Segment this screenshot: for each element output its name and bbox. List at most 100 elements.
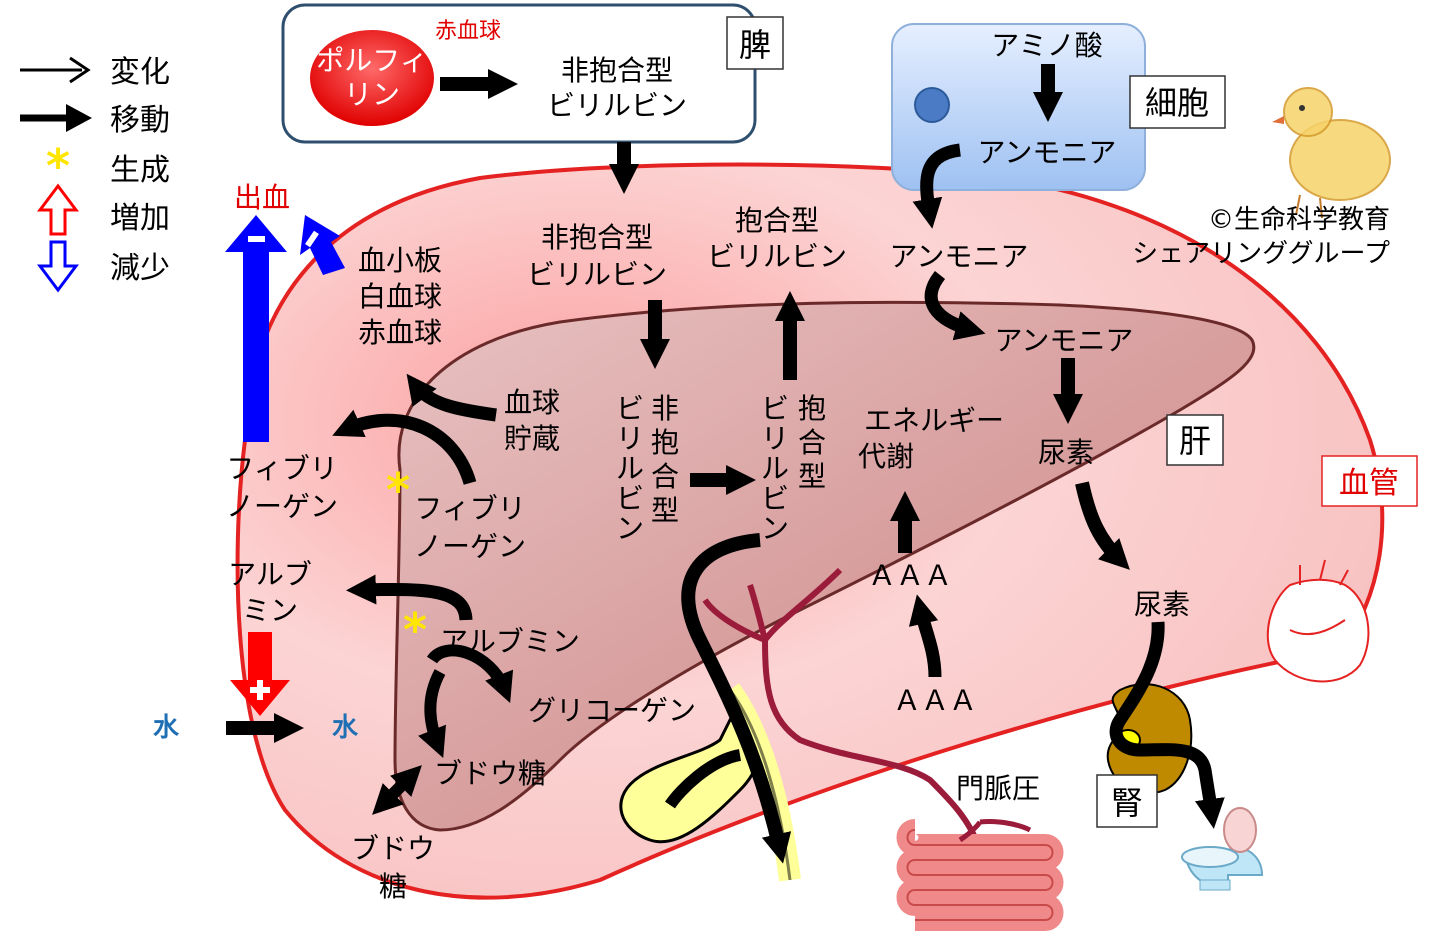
legend-decrease-label: 減少 <box>110 251 170 286</box>
liver-ammonia-label: アンモニア <box>995 324 1134 357</box>
porphyrin-label-2: リン <box>344 78 400 111</box>
urea-to-kidney-arrow <box>1109 621 1225 829</box>
cell-ammonia-to-vessel-arrow <box>912 143 962 229</box>
liver-conj-bilirubin-char: リ <box>761 422 789 455</box>
liver-conj-bilirubin-char: ビ <box>761 392 789 425</box>
vessel-glucose-label-2: 糖 <box>379 870 407 903</box>
liver-glucose-label: ブドウ糖 <box>434 757 546 790</box>
vessel-wbc-label: 白血球 <box>358 280 442 313</box>
liver-conj-bilirubin-char: ン <box>761 512 789 545</box>
aaa-bottom-label: ＡＡＡ <box>893 684 977 717</box>
liver-conj-bilirubin-char: ル <box>761 452 789 485</box>
portal-vein-branch-icon <box>702 584 768 643</box>
liver-conj-char: 抱 <box>798 392 826 425</box>
vessel-platelet-label: 血小板 <box>358 244 442 277</box>
legend-increase-arrow-icon <box>37 183 79 236</box>
vessel-fibrinogen-label-2: ノーゲン <box>226 490 338 523</box>
albumin-produce-star-icon: * <box>403 603 427 657</box>
liver-unconj-char: 型 <box>651 494 679 527</box>
vessel-glucose-label-1: ブドウ <box>351 832 435 865</box>
albumin-to-vessel-arrow <box>346 574 473 621</box>
legend-increase-label: 増加 <box>110 201 170 236</box>
liver-conj-bilirubin-char: ビ <box>761 482 789 515</box>
vessel-ammonia-label: アンモニア <box>890 240 1029 273</box>
legend: 変化 移動 * 生成 増加 減少 <box>20 55 170 293</box>
liver-unconj-bilirubin-char: ン <box>616 512 644 545</box>
legend-move-arrow-icon <box>20 104 92 132</box>
liver-urea-label: 尿素 <box>1038 436 1094 469</box>
liver-unconj-char: 合 <box>651 460 679 493</box>
vessel-label: 血管 <box>1339 466 1399 501</box>
liver-unconj-bilirubin-char: ビ <box>616 482 644 515</box>
spleen-unconj-label-2: ビリルビン <box>547 89 687 122</box>
minus-sign-icon-2 <box>305 230 319 248</box>
aaa-top-label: ＡＡＡ <box>868 559 952 592</box>
vessel-unconj-label-2: ビリルビン <box>527 258 667 291</box>
kidney-label: 腎 <box>1111 784 1143 822</box>
ammonia-to-liver-arrow <box>924 270 986 341</box>
portal-pressure-label: 門脈圧 <box>956 772 1040 805</box>
energy-label-1: エネルギー <box>864 404 1004 437</box>
albumin-to-glucose-arrow <box>418 669 446 758</box>
vessel-albumin-label-2: ミン <box>242 594 298 627</box>
vessel-unconj-label-1: 非抱合型 <box>541 221 653 254</box>
albumin-to-glycogen-arrow <box>426 644 514 704</box>
legend-decrease-arrow-icon <box>37 240 79 293</box>
fibrinogen-produce-star-icon: * <box>386 463 410 517</box>
bile-loop-icon <box>665 749 742 809</box>
liver-unconj-bilirubin-char: ル <box>616 452 644 485</box>
vessel-urea-label: 尿素 <box>1134 588 1190 621</box>
rbc-label: 赤血球 <box>435 19 501 44</box>
glycogen-label: グリコーゲン <box>528 694 696 727</box>
liver-label-box <box>1166 414 1224 466</box>
minus-sign-icon <box>248 236 265 242</box>
amino-acid-label: アミノ酸 <box>991 29 1102 62</box>
portal-vein-intestine-icon <box>958 819 1032 843</box>
legend-change-arrow-icon <box>20 56 91 84</box>
copyright-line-2: シェアリンググループ <box>1132 239 1390 269</box>
water-in-label: 水 <box>153 713 180 743</box>
blood-storage-label-2: 貯蔵 <box>504 422 560 455</box>
urea-to-vessel-arrow <box>1075 481 1130 570</box>
storage-to-cells-arrow <box>406 373 497 422</box>
blood-storage-label-1: 血球 <box>504 386 560 419</box>
chick-doodle-icon <box>1272 87 1391 219</box>
liver-unconj-char: 非 <box>651 392 679 425</box>
liver-fibrinogen-label-1: フィブリ <box>414 492 525 525</box>
energy-label-2: 代謝 <box>858 440 914 473</box>
vessel-albumin-label-1: アルブ <box>228 558 312 591</box>
spleen-label: 脾 <box>739 26 771 64</box>
vessel-label-box <box>1321 455 1418 507</box>
liver-conj-char: 型 <box>798 460 826 493</box>
cell-ammonia-label: アンモニア <box>978 136 1117 169</box>
plus-sign-v-icon <box>257 680 263 700</box>
liver-conj-char: 合 <box>798 426 826 459</box>
legend-move-label: 移動 <box>110 103 170 138</box>
aaa-rise-arrow <box>908 594 942 678</box>
spleen-label-box <box>726 16 784 70</box>
cell-label-box <box>1129 75 1226 129</box>
porphyrin-label-1: ポルフィ <box>316 44 427 77</box>
kidney-label-box <box>1096 774 1158 828</box>
liver-label: 肝 <box>1179 422 1211 460</box>
cell-nucleus-icon <box>914 87 950 123</box>
liver-unconj-bilirubin-char: ビ <box>616 392 644 425</box>
liver-unconj-bilirubin-char: リ <box>616 422 644 455</box>
bleeding-label: 出血 <box>234 181 290 214</box>
blood-cell-decrease-arrow <box>300 215 345 275</box>
water-out-label: 水 <box>332 713 359 743</box>
vessel-conj-label-1: 抱合型 <box>735 204 819 237</box>
cell-label: 細胞 <box>1145 84 1209 122</box>
fibrinogen-to-vessel-arrow <box>332 409 477 485</box>
legend-produce-label: 生成 <box>110 153 170 188</box>
vessel-conj-label-2: ビリルビン <box>707 240 847 273</box>
copyright-line-1: ©生命科学教育 <box>1208 205 1390 235</box>
bile-excretion-arrow <box>681 533 792 864</box>
bleeding-decrease-arrow <box>225 215 287 442</box>
red-blood-cell-icon <box>310 30 434 126</box>
toilet-icon <box>1181 807 1264 891</box>
spleen-unconj-label-1: 非抱合型 <box>561 54 673 87</box>
